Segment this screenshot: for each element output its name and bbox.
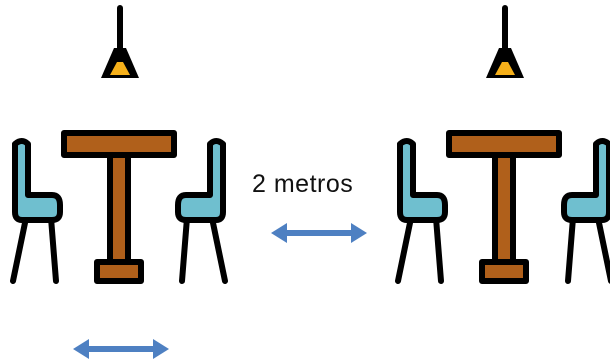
- chair-icon: [564, 141, 610, 281]
- distance-label: 2 metros: [252, 170, 354, 198]
- chair-icon: [398, 141, 445, 281]
- chair-icon: [13, 141, 60, 281]
- table-icon: [64, 133, 174, 281]
- lamp-icon: [486, 8, 524, 78]
- lamp-icon: [101, 8, 139, 78]
- double-arrow-icon: [73, 339, 169, 359]
- chair-icon: [178, 141, 225, 281]
- double-arrow-icon: [271, 223, 367, 243]
- table-icon: [449, 133, 559, 281]
